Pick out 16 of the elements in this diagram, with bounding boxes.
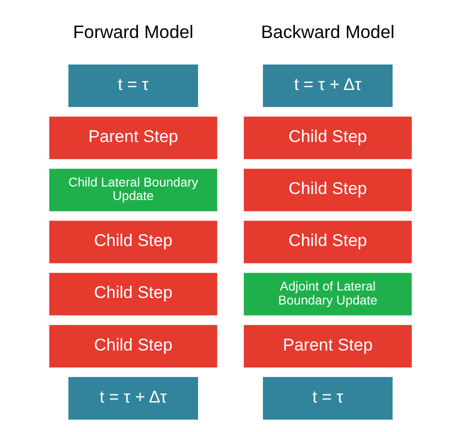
node-box: Child Step <box>49 272 218 316</box>
node-box: Child Step <box>244 168 412 212</box>
label: Backward Model <box>261 22 395 42</box>
node-box: Adjoint of Lateral Boundary Update <box>244 272 412 316</box>
label: Forward Model <box>73 22 194 42</box>
node-box: t = τ <box>68 64 198 108</box>
node-box: Child Lateral Boundary Update <box>49 168 218 212</box>
node-box: Child Step <box>244 220 412 264</box>
node-box: Parent Step <box>49 116 218 160</box>
node-box: Child Step <box>49 324 218 368</box>
node-box: t = τ <box>262 377 393 420</box>
node-box: t = τ + Δτ <box>262 64 393 108</box>
node-box: Parent Step <box>244 324 412 368</box>
node-box: t = τ + Δτ <box>68 377 198 420</box>
node-box: Child Step <box>49 220 218 264</box>
node-box: Child Step <box>244 116 412 160</box>
